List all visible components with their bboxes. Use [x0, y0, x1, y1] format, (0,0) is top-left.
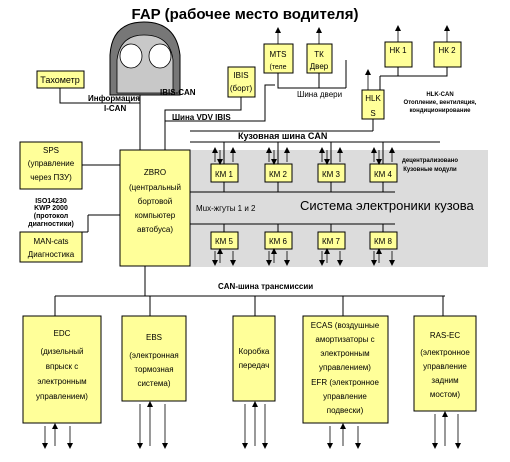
- hk2-box: [433, 41, 462, 68]
- gearbox-label-2: передач: [239, 361, 270, 370]
- dashboard-icon: [109, 21, 181, 96]
- km8-label: КМ 8: [374, 237, 393, 246]
- sps-label-2: (управление: [28, 159, 75, 168]
- sps-box: [19, 141, 83, 190]
- edc-box: [22, 315, 102, 424]
- hk1-label: НК 1: [389, 46, 407, 55]
- ecas-label-2: амортизаторы с: [315, 335, 374, 344]
- zbro-box: [119, 149, 191, 267]
- mts-label-2: (теле: [269, 64, 286, 71]
- ebs-label-1: EBS: [146, 333, 162, 342]
- ras-label-1: RAS-EC: [430, 331, 460, 340]
- info-ican-label-2: I-CAN: [104, 104, 126, 113]
- ras-label-5: мостом): [430, 390, 460, 399]
- ecas-label-1: ECAS (воздушные: [311, 321, 380, 330]
- edc-label-4: электронным: [37, 377, 86, 386]
- decentral-label-2: Кузовные модули: [403, 167, 457, 173]
- km-bottom-group: КМ 5 КМ 6 КМ 7 КМ 8: [210, 231, 398, 250]
- man-cats-label-1: MAN-cats: [33, 237, 68, 246]
- hlks-label-1: HLK: [365, 94, 381, 103]
- tk-label-2: Двер: [310, 62, 329, 71]
- km-top-group: КМ 1 КМ 2 КМ 3 КМ 4: [210, 163, 398, 183]
- mux-label: Mux-жгуты 1 и 2: [196, 204, 256, 213]
- hlks-label-2: S: [370, 109, 375, 118]
- iso-label-3: (протокол: [34, 213, 69, 220]
- ecas-label-6: управление: [323, 392, 367, 401]
- ecas-box: [302, 315, 389, 424]
- decentral-label-1: децентрализовано: [402, 158, 458, 164]
- diagram-title: FAP (рабочее место водителя): [132, 6, 359, 23]
- zbro-label-1: ZBRO: [144, 168, 166, 177]
- sps-label-1: SPS: [43, 146, 59, 155]
- hlk-can-label-1: HLK-CAN: [426, 92, 453, 98]
- tachometer-label: Тахометр: [40, 75, 80, 85]
- tk-box: [306, 43, 333, 74]
- sps-label-3: через ПЗУ): [30, 173, 72, 182]
- ecas-label-5: EFR (электронное: [311, 378, 379, 387]
- km7-label: КМ 7: [322, 237, 341, 246]
- zbro-label-3: бортовой: [138, 197, 172, 206]
- edc-label-3: впрыск с: [46, 362, 79, 371]
- ibis-can-label: IBIS-CAN: [160, 88, 196, 97]
- km1-label: КМ 1: [215, 170, 234, 179]
- iso-label-2: KWP 2000: [34, 205, 68, 212]
- gearbox-label-1: Коробка: [239, 347, 270, 356]
- door-bus-label: Шина двери: [297, 90, 342, 99]
- edc-label-5: управлением): [36, 392, 88, 401]
- ecas-label-4: управлением): [319, 363, 371, 372]
- hlk-can-label-3: кондиционирование: [410, 108, 472, 114]
- km6-label: КМ 6: [269, 237, 288, 246]
- km3-label: КМ 3: [322, 170, 341, 179]
- zbro-label-2: (центральный: [129, 183, 181, 192]
- km5-label: КМ 5: [215, 237, 234, 246]
- iso-label-4: диагностики): [28, 221, 74, 228]
- ecas-label-7: подвески): [327, 406, 364, 415]
- body-system-label: Система электроники кузова: [300, 198, 475, 213]
- body-can-label: Кузовная шина CAN: [238, 131, 327, 141]
- ras-label-3: управление: [423, 362, 467, 371]
- ebs-label-4: система): [137, 379, 170, 388]
- zbro-label-4: компьютер: [135, 211, 176, 220]
- ebs-label-2: (электронная: [129, 351, 178, 360]
- hk2-label: НК 2: [438, 46, 456, 55]
- mts-box: [263, 43, 294, 74]
- ebs-label-3: тормозная: [134, 365, 173, 374]
- ras-label-4: задним: [431, 376, 458, 385]
- ras-label-2: (электронное: [420, 348, 470, 357]
- man-cats-label-2: Диагностика: [28, 250, 75, 259]
- ebs-box: [121, 315, 187, 402]
- tk-label-1: ТК: [314, 50, 324, 59]
- can-trans-label: CAN-шина трансмиссии: [218, 282, 313, 291]
- ecas-label-3: электронным: [320, 349, 369, 358]
- gearbox-box: [232, 315, 276, 402]
- edc-label-1: EDC: [54, 329, 71, 338]
- info-ican-label-1: Информация: [88, 94, 140, 103]
- ibis-board-label-1: IBIS: [233, 71, 248, 80]
- km4-label: КМ 4: [374, 170, 393, 179]
- iso-label-1: ISO14230: [35, 198, 67, 205]
- km2-label: КМ 2: [269, 170, 288, 179]
- mts-label-1: MTS: [270, 50, 287, 59]
- man-cats-box: [19, 231, 83, 263]
- zbro-label-5: автобуса): [137, 225, 173, 234]
- hlk-can-label-2: Отопление, вентиляция,: [404, 100, 477, 106]
- vdv-bus-label: Шина VDV IBIS: [172, 113, 231, 122]
- ibis-board-label-2: (борт): [230, 84, 253, 93]
- edc-label-2: (дизельный: [40, 347, 83, 356]
